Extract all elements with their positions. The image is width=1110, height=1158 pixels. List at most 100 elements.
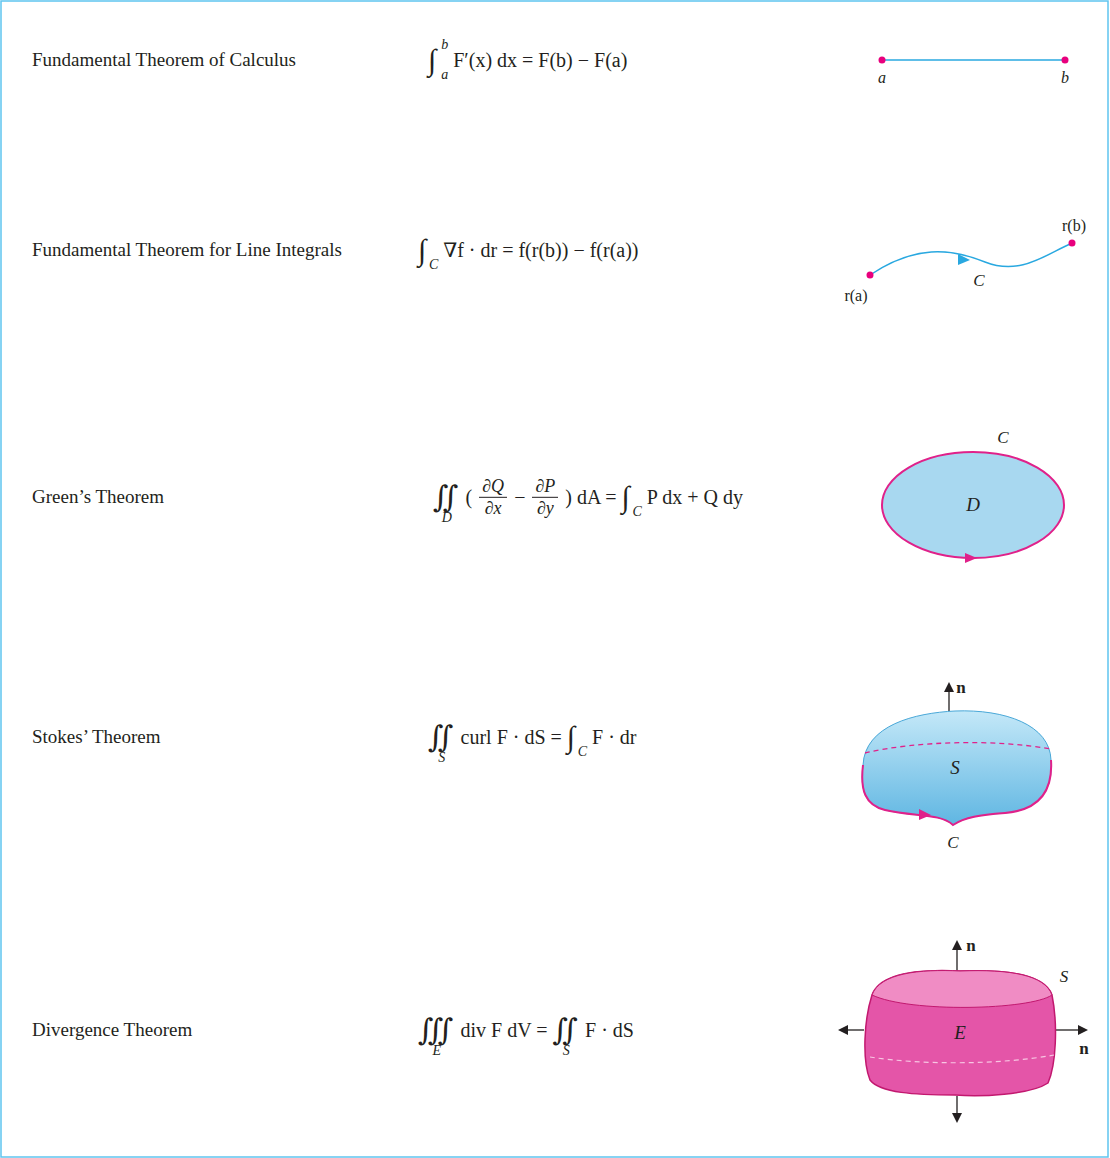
region-ellipse [882,452,1064,558]
integral: ∬S [428,722,456,752]
region-label: S [950,757,960,779]
denominator: ∂y [534,498,557,519]
boundary-arrowhead [965,553,977,563]
lower-limit: C [632,504,641,520]
fraction: ∂P∂y [532,476,558,518]
integral: ∬S [553,1015,581,1045]
figure-label: n [956,678,965,698]
formula-part: F · dS [585,1019,634,1042]
upper-limit: b [441,37,448,53]
integral-sign: ∬ [553,1015,579,1045]
formula: ∫C∇f · dr = f(r(b)) − f(r(a)) [418,235,639,265]
formula-part: P dx + Q dy [647,486,743,509]
formula-text: ( [466,486,473,508]
integral: ∭E [418,1015,455,1045]
solid-top-face [872,971,1052,1008]
formula-text: − [514,486,525,508]
theorem-name: Fundamental Theorem for Line Integrals [32,239,342,261]
lower-limit: S [563,1043,570,1059]
theorem-name: Fundamental Theorem of Calculus [32,49,296,71]
solid-shape [865,971,1056,1096]
formula-part: ) [565,486,572,509]
figure-label: r(b) [1062,217,1086,235]
figure-label: C [997,428,1008,448]
figure-label: C [947,833,958,853]
numerator: ∂P [532,476,558,498]
formula-part: dA = [577,486,617,509]
formula-text: F · dr [592,726,636,748]
formula-text: dA = [577,486,617,508]
integral: ∫C [567,722,587,752]
figure-label: a [878,69,886,87]
numerator: ∂Q [479,476,507,498]
normal-arrow [1056,1029,1080,1030]
surface-node: S [855,705,1055,830]
curve-c [870,243,1072,275]
formula-part: F′(x) dx = F(b) − F(a) [453,49,627,72]
formula: ∭Ediv F dV = ∬SF · dS [418,1015,634,1045]
formula: ∬D(∂Q∂x−∂P∂y)dA =∫CP dx + Q dy [433,476,743,518]
integral: ∫C [418,235,438,265]
formula-text: curl F · dS = [461,726,562,748]
integral-sign: ∬ [433,482,459,512]
lower-limit: D [442,510,452,526]
integral-sign: ∫ [567,722,575,752]
integral-sign: ∫ [428,45,436,75]
formula: ∬Scurl F · dS =∫CF · dr [428,722,637,752]
integral-sign: ∫ [418,235,426,265]
normal-arrowhead [1078,1025,1088,1035]
normal-arrow [956,1096,957,1115]
formula-part: ( [466,486,473,509]
figure-label: b [1061,69,1069,87]
region-label: E [954,1022,966,1044]
normal-arrowhead [952,940,962,950]
formula-part: ∇f · dr = f(r(b)) − f(r(a)) [443,238,638,262]
figure-label: n [1079,1039,1088,1059]
integral: ∫ba [428,45,448,75]
lower-limit: C [578,744,587,760]
formula-text: P dx + Q dy [647,486,743,508]
formula-part: div F dV = [460,1019,547,1042]
figure-label: r(a) [844,287,867,305]
figure-label: n [966,936,975,956]
endpoint-dot [867,272,874,279]
lower-limit: E [432,1043,441,1059]
normal-arrow [948,690,949,711]
normal-arrow [846,1029,864,1030]
integral: ∫C [622,482,642,512]
normal-arrowhead [838,1025,848,1035]
endpoint-dot [879,57,886,64]
lower-limit: a [441,67,448,83]
fraction: ∂Q∂x [479,476,507,518]
normal-arrow [956,948,957,972]
theorem-name: Divergence Theorem [32,1019,192,1041]
figure-label: C [973,271,984,291]
integral-sign: ∬ [428,722,454,752]
endpoint-dot [1069,240,1076,247]
formula-text: ∇f · dr = f(r(b)) − f(r(a)) [443,239,638,261]
endpoint-dot [1062,57,1069,64]
normal-arrowhead [944,682,954,692]
solid-node: E [860,965,1060,1100]
region-label: D [966,494,980,516]
integral: ∬D [433,482,461,512]
hidden-boundary [865,743,1051,753]
normal-arrowhead [952,1113,962,1123]
formula-text: ) [565,486,572,508]
boundary-arrowhead [919,809,931,820]
denominator: ∂x [482,498,505,519]
formula-text: div F dV = [460,1019,547,1041]
formula-text: F′(x) dx = F(b) − F(a) [453,49,627,71]
theorem-name: Stokes’ Theorem [32,726,161,748]
integral-sign: ∫ [622,482,630,512]
formula: ∫baF′(x) dx = F(b) − F(a) [428,45,627,75]
formula-part: − [514,486,525,509]
lower-limit: S [438,750,445,766]
integral-sign: ∭ [418,1015,453,1045]
region-node: D [880,450,1066,560]
curve-arrowhead [958,254,970,265]
surface-shape [862,711,1051,825]
